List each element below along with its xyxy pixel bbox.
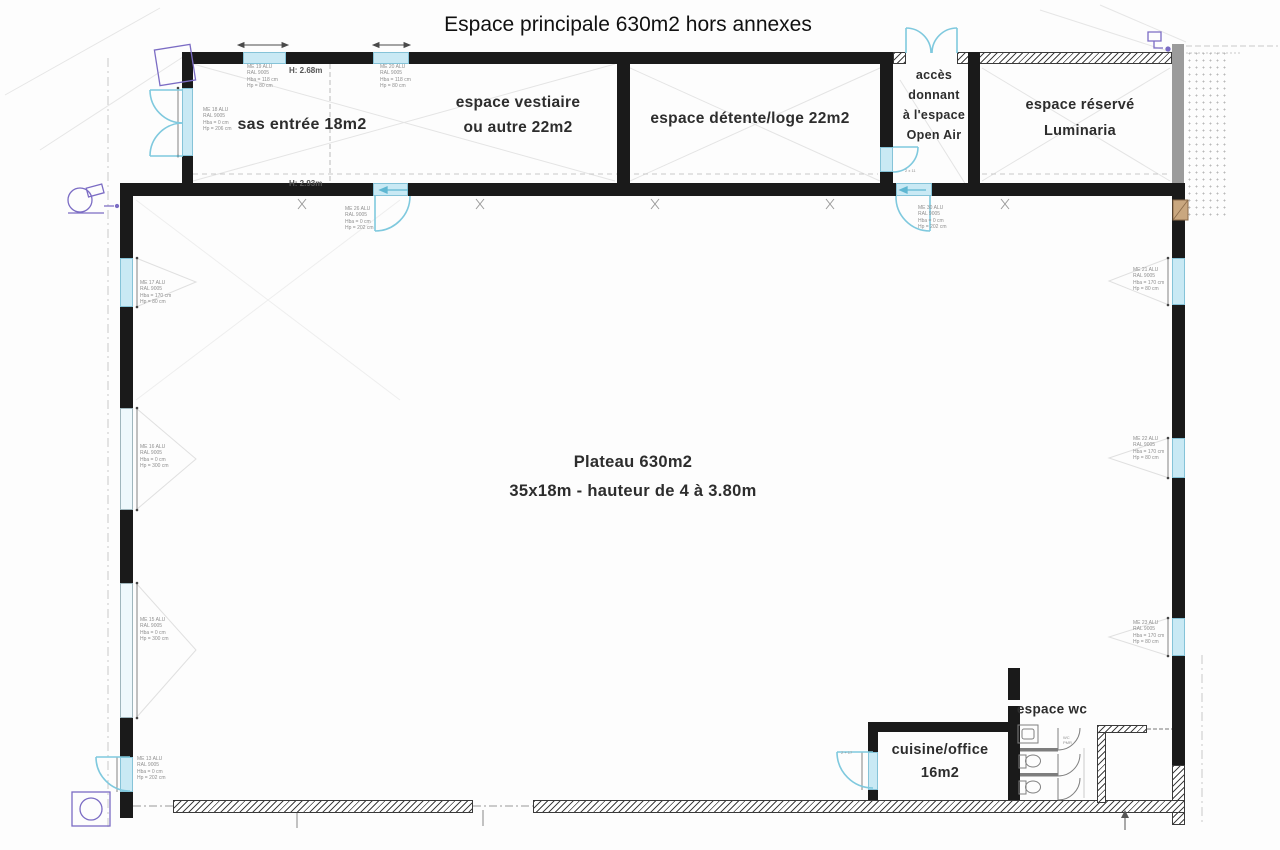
cuisine-top-wall <box>868 722 1015 732</box>
right-window-2 <box>1172 438 1185 478</box>
bottom-arrow <box>1121 810 1129 818</box>
spec-right-window-2: ME 22 ALU RAL 9005 Hba = 170 cm Hp = 80 … <box>1133 436 1165 461</box>
spec-left-window-2: ME 16 ALU RAL 9005 Hba = 0 cm Hp = 300 c… <box>140 444 169 469</box>
top-window-1 <box>243 52 286 64</box>
dimension-lines <box>116 41 1170 792</box>
top-right-dot <box>1165 46 1171 52</box>
spec-right-window-1: ME 21 ALU RAL 9005 Hba = 170 cm Hp = 80 … <box>1133 267 1165 292</box>
luminaria-right-gray-wall <box>1172 44 1184 196</box>
left-door-arc <box>95 756 131 792</box>
site-symbol-lines <box>68 205 114 214</box>
site-symbol-box <box>85 183 105 198</box>
grid-marks <box>296 198 1010 828</box>
exterior-guide-lines <box>4 4 1187 151</box>
top-window-2 <box>373 52 409 64</box>
acces-door-arc-left <box>905 27 932 54</box>
acces-door-arc-right <box>931 27 958 54</box>
door-arcs <box>95 27 958 792</box>
entrance-door-arc-bottom <box>149 122 184 157</box>
spec-top-window-1: ME 19 ALU RAL 9005 Hba = 118 cm Hp = 80 … <box>247 64 278 89</box>
left-window-3 <box>120 583 133 718</box>
room-label-luminaria: espace réservé Luminaria <box>1025 96 1135 139</box>
spec-left-window-1: ME 17 ALU RAL 9005 Hba = 170 cm Hp = 80 … <box>140 280 172 305</box>
top-hatched-wall-right <box>957 52 1172 64</box>
dashed-guides <box>107 45 1278 830</box>
purple-annotations <box>67 31 1171 827</box>
misc-marks <box>1121 199 1189 830</box>
left-window-1 <box>120 258 133 307</box>
door-direction-arrows <box>378 186 926 194</box>
bottom-square-symbol <box>71 791 111 827</box>
spec-entrance-door: ME 18 ALU RAL 9005 Hba = 0 cm Hp = 206 c… <box>203 107 232 132</box>
vestiaire-detente-wall <box>617 52 630 196</box>
top-hatched-wall-left <box>893 52 906 64</box>
cuisine-right-wall-upper <box>1008 668 1020 700</box>
wc-toilet-bowl-2 <box>1025 780 1041 794</box>
height-note-lower: H: 2.93m <box>289 179 323 188</box>
wc-sink-counter <box>1017 724 1039 744</box>
entrance-door-arc-top <box>149 89 184 124</box>
wc-sink-basin <box>1021 728 1035 740</box>
tilted-square-symbol <box>153 43 197 87</box>
page-title: Espace principale 630m2 hors annexes <box>444 13 812 36</box>
top-outer-wall <box>182 52 893 64</box>
spec-cuisine-door: 2 + 17 <box>841 750 853 755</box>
site-symbol-circle <box>67 187 93 213</box>
room-label-detente: espace détente/loge 22m2 <box>650 110 850 127</box>
right-window-1 <box>1172 258 1185 305</box>
wc-toilet-bowl-1 <box>1025 754 1041 768</box>
wc-stall-partition-2 <box>1020 773 1058 777</box>
wc-door-arc-2 <box>1057 753 1081 777</box>
spec-corridor-note: 2 x 11 <box>905 168 916 173</box>
room-label-cuisine: cuisine/office 16m2 <box>891 741 989 781</box>
wc-toilet-tank-1 <box>1018 754 1027 769</box>
spec-plateau-door: ME 26 ALU RAL 9005 Hba = 0 cm Hp = 202 c… <box>345 206 374 231</box>
bottom-circle-symbol <box>79 797 103 821</box>
top-right-scribble <box>1147 31 1163 49</box>
spec-wc-note: WC PMR <box>1063 735 1072 745</box>
entrance-door-opening <box>182 88 193 156</box>
room-label-vestiaire: espace vestiaire ou autre 22m2 <box>455 94 581 136</box>
right-window-3 <box>1172 618 1185 656</box>
spec-left-door: ME 13 ALU RAL 9005 Hba = 0 cm Hp = 202 c… <box>137 756 166 781</box>
exterior-dotted-ground <box>1186 50 1226 218</box>
spec-top-window-2: ME 20 ALU RAL 9005 Hba = 118 cm Hp = 80 … <box>380 64 411 89</box>
spec-corridor-door: ME 30 ALU RAL 9005 Hba = 0 cm Hp = 202 c… <box>918 205 947 230</box>
wc-fixtures <box>1017 724 1085 801</box>
room-label-sas-entree: sas entrée 18m2 <box>237 116 367 133</box>
bottom-hatched-wall-2 <box>533 800 1185 813</box>
bottom-hatched-wall-1 <box>173 800 473 813</box>
room-label-acces-open-air: accès donnant à l'espace Open Air <box>902 68 966 142</box>
room-label-plateau: Plateau 630m2 35x18m - hauteur de 4 à 3.… <box>509 453 757 500</box>
cuisine-right-wall-lower <box>1008 706 1020 800</box>
spec-right-window-3: ME 23 ALU RAL 9005 Hba = 170 cm Hp = 80 … <box>1133 620 1165 645</box>
corridor-door-arc <box>895 195 931 232</box>
room-diagonal-guides <box>135 63 1171 401</box>
site-symbol-dot <box>114 203 120 209</box>
wc-toilet-tank-2 <box>1018 780 1027 795</box>
detente-door-arc <box>892 146 919 173</box>
window-swing-guides <box>135 257 1170 719</box>
acces-right-wall <box>968 52 980 196</box>
height-note-upper: H: 2.68m <box>289 66 323 75</box>
wc-door-arc-1 <box>1057 727 1081 751</box>
room-label-wc: espace wc <box>1016 701 1088 717</box>
spec-left-window-3: ME 15 ALU RAL 9005 Hba = 0 cm Hp = 300 c… <box>140 617 169 642</box>
wc-door-arc-3 <box>1057 777 1081 801</box>
detente-door-opening <box>880 147 893 172</box>
left-window-2 <box>120 408 133 510</box>
wc-hatched-wall-horizontal <box>1097 725 1147 733</box>
wc-stall-partition-1 <box>1020 748 1058 752</box>
cuisine-door-arc <box>836 751 874 789</box>
plateau-door-arc <box>374 195 411 232</box>
